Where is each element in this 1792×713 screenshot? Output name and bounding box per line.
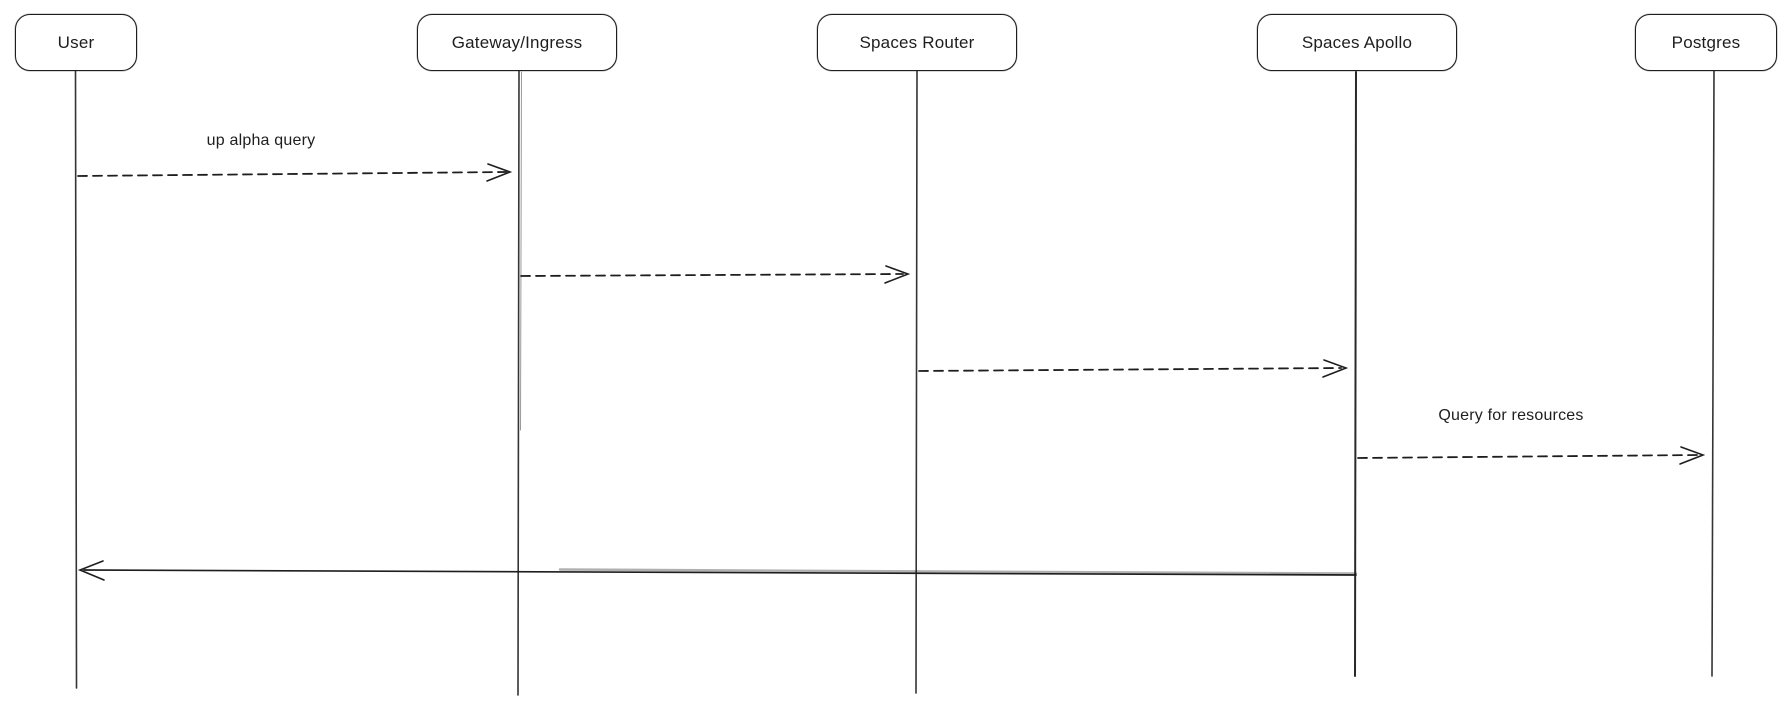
message-arrow-return-to-user[interactable] bbox=[83, 569, 1357, 576]
lifeline-spaces-apollo[interactable] bbox=[1354, 71, 1357, 677]
lifeline-postgres[interactable] bbox=[1711, 69, 1715, 677]
arrowhead-return-to-user bbox=[77, 560, 105, 581]
actor-gateway-ingress-label: Gateway/Ingress bbox=[451, 32, 583, 52]
actor-spaces-router-label: Spaces Router bbox=[859, 32, 975, 52]
lifeline-user[interactable] bbox=[74, 70, 78, 689]
actor-user-label: User bbox=[57, 32, 95, 52]
arrowhead-up-alpha-query bbox=[486, 163, 513, 182]
actor-gateway-ingress[interactable]: Gateway/Ingress bbox=[417, 14, 617, 71]
arrowhead-router-to-apollo bbox=[1322, 359, 1349, 378]
actor-user[interactable]: User bbox=[15, 14, 137, 71]
actor-spaces-apollo-label: Spaces Apollo bbox=[1301, 32, 1413, 52]
actor-postgres[interactable]: Postgres bbox=[1635, 14, 1777, 71]
message-arrow-gateway-to-router[interactable] bbox=[520, 273, 904, 277]
lifeline-gateway-ingress-second-stroke bbox=[520, 71, 522, 431]
message-arrow-query-for-resources[interactable] bbox=[1357, 454, 1699, 459]
message-arrow-router-to-apollo[interactable] bbox=[918, 367, 1342, 372]
message-label-up-alpha-query: up alpha query bbox=[206, 132, 316, 149]
lifeline-gateway-ingress[interactable] bbox=[517, 69, 520, 696]
message-arrow-return-second-stroke bbox=[558, 568, 1358, 575]
message-arrow-up-alpha-query[interactable] bbox=[77, 171, 507, 177]
arrowhead-query-for-resources bbox=[1679, 446, 1706, 465]
actor-spaces-router[interactable]: Spaces Router bbox=[817, 14, 1017, 71]
actor-postgres-label: Postgres bbox=[1671, 32, 1741, 52]
arrowhead-gateway-to-router bbox=[884, 265, 911, 284]
message-label-query-for-resources: Query for resources bbox=[1438, 407, 1584, 424]
lifeline-spaces-router[interactable] bbox=[915, 70, 918, 694]
actor-spaces-apollo[interactable]: Spaces Apollo bbox=[1257, 14, 1457, 71]
